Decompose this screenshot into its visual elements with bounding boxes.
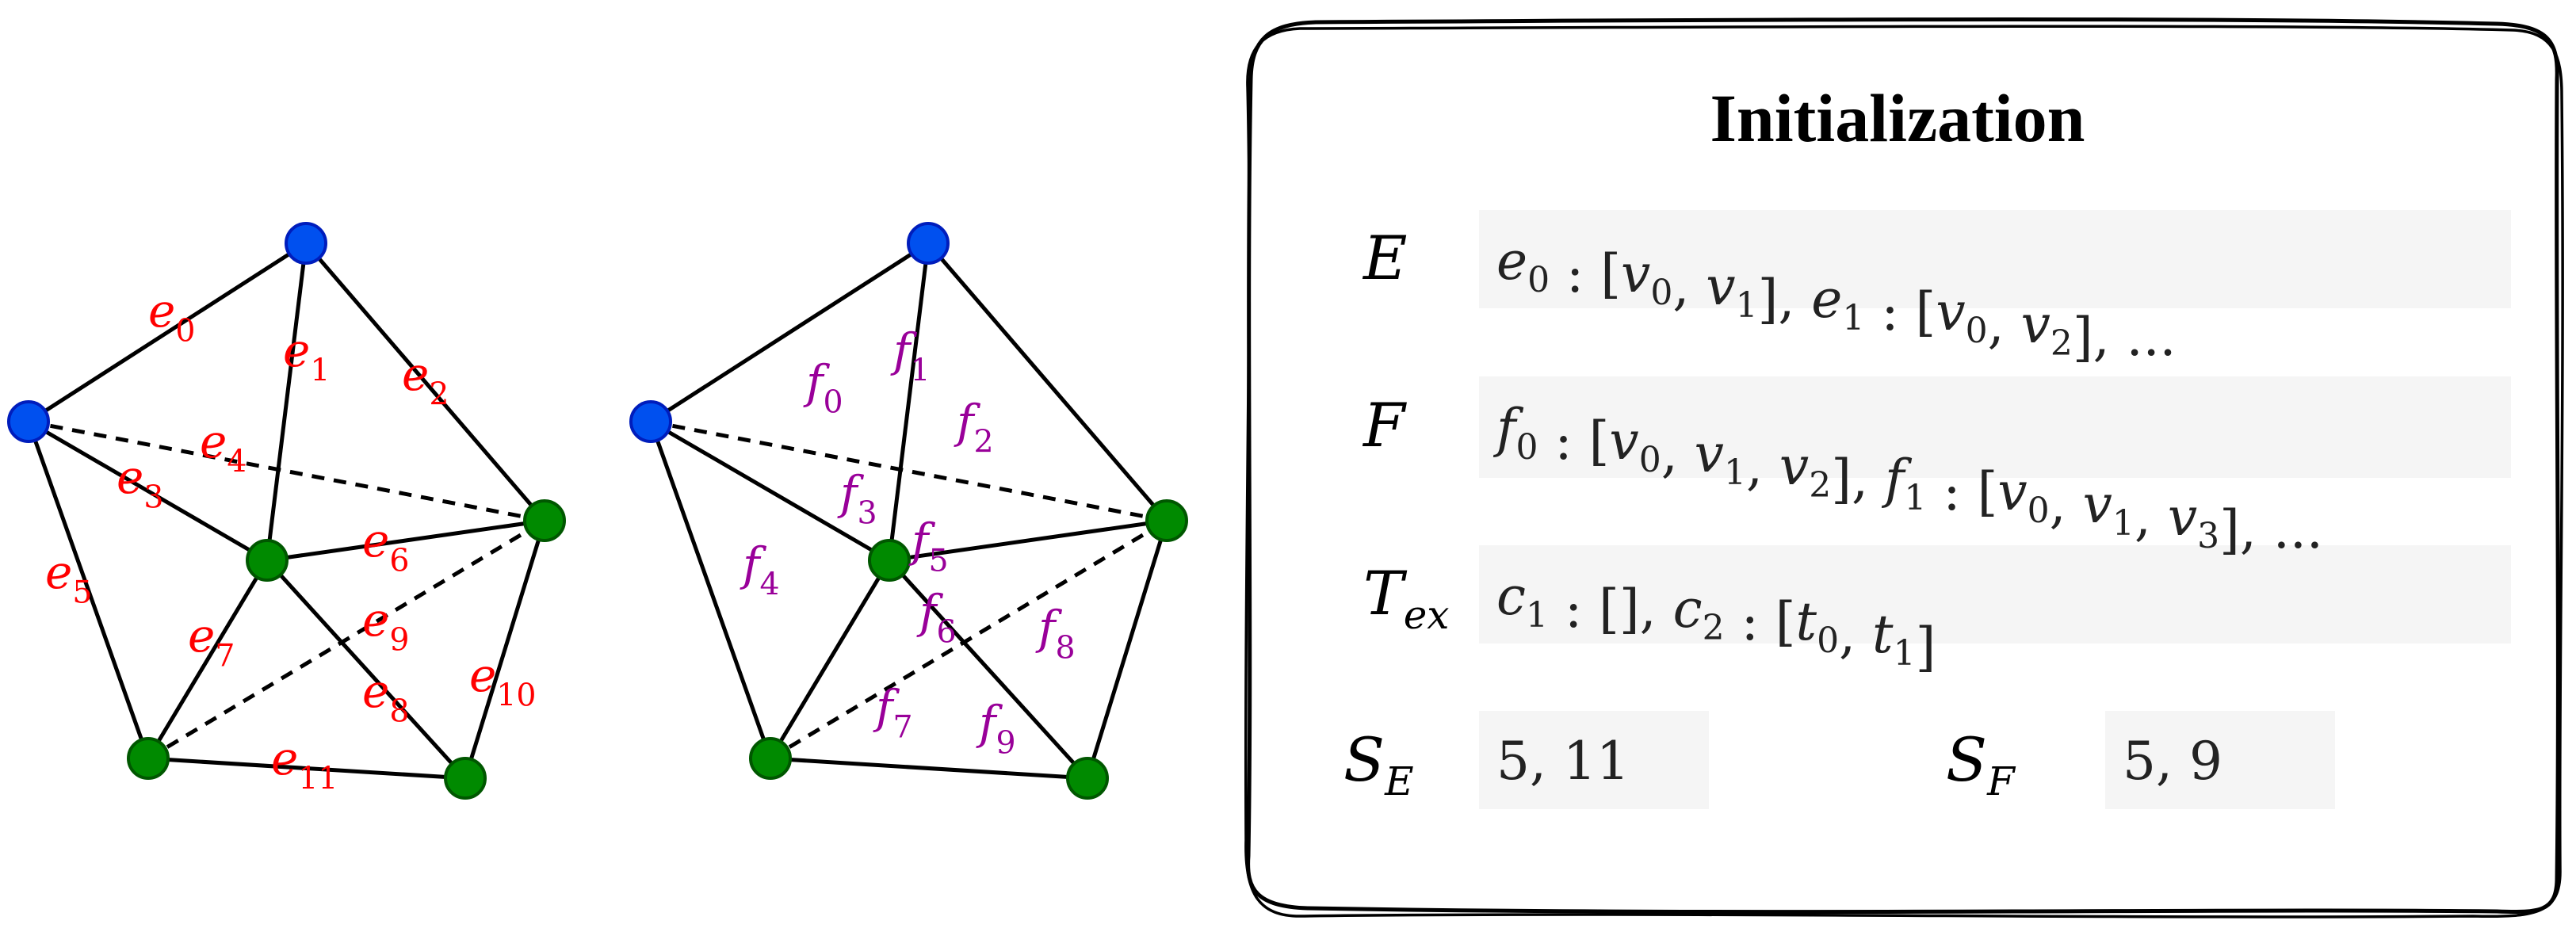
value-f: f0 : [v0, v1, v2], f1 : [v0, v1, v3], ..…	[1492, 398, 2323, 560]
face-label-f5: f5	[908, 514, 949, 579]
key-sf: SF	[1946, 724, 2016, 804]
dashed-edges	[28, 419, 546, 761]
vertex-green	[1145, 499, 1188, 542]
dashed-edges	[650, 419, 1168, 761]
face-label-f4: f4	[740, 537, 780, 603]
graph-edge	[304, 242, 546, 522]
graph-edge-dashed	[650, 419, 1168, 523]
edge-label-e2: e2	[402, 347, 449, 413]
panel-border	[1246, 17, 2560, 915]
graph-edge	[26, 421, 151, 759]
tex-field	[1479, 545, 2511, 644]
vertices	[7, 222, 566, 800]
value-tex: c1 : [], c2 : [t0, t1]	[1496, 566, 1936, 678]
edge-label-e5: e5	[45, 545, 92, 611]
graph-edge	[888, 559, 1089, 780]
graph-edge	[27, 419, 269, 563]
panel-title: Initialization	[1710, 80, 2085, 156]
graph-edge	[887, 243, 931, 561]
graph-edge	[889, 518, 1168, 563]
graph-edge-dashed	[147, 518, 546, 761]
vertex-green	[1066, 757, 1109, 800]
graph-edge	[266, 559, 467, 780]
edge-label-e11: e11	[271, 731, 338, 797]
face-label-f8: f8	[1035, 601, 1076, 666]
vertices	[629, 222, 1188, 800]
graph-edge	[265, 243, 308, 561]
face-label-f0: f0	[803, 355, 843, 421]
edge-label-e7: e7	[188, 609, 235, 674]
face-label-f1: f1	[890, 323, 931, 389]
e-field	[1479, 210, 2511, 308]
f-field	[1479, 376, 2511, 478]
sf-field	[2105, 711, 2335, 809]
edge-label-e0: e0	[148, 284, 195, 349]
graph-edge	[649, 241, 930, 424]
edge-label-e10: e10	[469, 648, 537, 714]
value-e: e0 : [v0, v1], e1 : [v0, v2], ...	[1496, 231, 2177, 368]
graph-edge	[648, 421, 773, 759]
row-values: e0 : [v0, v1], e1 : [v0, v2], ... f0 : [v…	[1492, 231, 2323, 792]
graph-edge	[649, 419, 891, 563]
graph-edge	[147, 756, 466, 781]
graph-edge-dashed	[28, 419, 545, 523]
vertex-blue	[629, 400, 672, 443]
graph-edge	[768, 559, 892, 760]
face-label-f6: f6	[916, 585, 957, 651]
edge-label-e8: e8	[362, 664, 409, 730]
key-se: SE	[1343, 724, 1414, 804]
vertex-green	[523, 499, 566, 542]
face-label-f9: f9	[976, 696, 1016, 762]
vertex-green	[127, 737, 170, 780]
value-sf: 5, 9	[2123, 731, 2222, 792]
key-f: F	[1362, 390, 1407, 460]
vertex-blue	[285, 222, 327, 265]
vertex-green	[444, 757, 487, 800]
key-e: E	[1362, 223, 1407, 293]
vertex-blue	[907, 222, 950, 265]
graph-edge	[463, 520, 547, 779]
face-label-f7: f7	[873, 680, 913, 746]
panel-border-sketch	[1244, 25, 2564, 919]
key-tex: Tex	[1363, 558, 1450, 638]
edge-label-e3: e3	[117, 450, 163, 516]
solid-edges	[648, 241, 1169, 781]
solid-edges	[26, 241, 547, 781]
graph-edge-dashed	[769, 518, 1168, 761]
vertex-green	[749, 737, 792, 780]
edge-label-e1: e1	[283, 323, 330, 389]
graph-edge	[146, 559, 269, 760]
value-se: 5, 11	[1496, 731, 1630, 792]
vertex-green	[246, 539, 289, 582]
graph-edge	[770, 756, 1088, 781]
vertex-green	[868, 539, 911, 582]
edge-label-e4: e4	[200, 414, 247, 480]
edge-label-e9: e9	[362, 593, 409, 659]
se-field	[1479, 711, 1709, 809]
graph-edge	[266, 518, 545, 563]
graph-edge	[1085, 520, 1169, 779]
graph-edge	[927, 242, 1168, 522]
face-label-f2: f2	[954, 395, 994, 460]
vertex-blue	[7, 400, 50, 443]
edge-label-e6: e6	[362, 514, 409, 579]
face-label-f3: f3	[837, 466, 877, 532]
graph-edge	[27, 241, 308, 424]
